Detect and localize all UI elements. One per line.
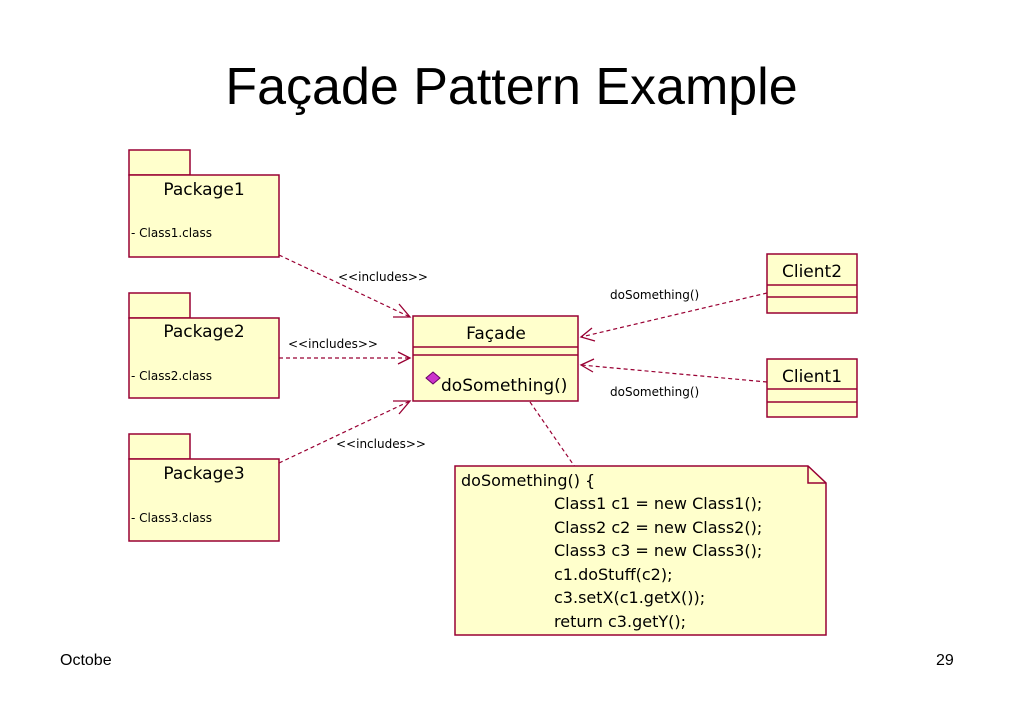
slide-title: Façade Pattern Example [225,58,798,116]
dependency-package-3 [278,400,412,464]
uml-diagram: Package1 - Class1.class Package2 - Class… [128,149,858,636]
includes-label-3: <<includes>> [336,437,426,451]
dependency-client-2 [579,292,768,342]
includes-label-2: <<includes>> [288,337,378,351]
package-1-member: - Class1.class [131,226,212,240]
dependency-package-2 [279,351,412,365]
package-1: Package1 - Class1.class [128,149,280,258]
call-label-client-2: doSomething() [610,288,699,302]
note-line-2: Class1 c1 = new Class1(); [554,494,762,513]
note-line-7: return c3.getY(); [554,612,686,631]
package-3-name: Package3 [163,464,244,484]
note-line-6: c3.setX(c1.getX()); [554,588,705,607]
package-1-name: Package1 [163,180,244,200]
note-line-5: c1.doStuff(c2); [554,565,672,584]
package-2: Package2 - Class2.class [128,292,280,399]
note-line-4: Class3 c3 = new Class3(); [554,541,762,560]
note-anchor-line [529,401,576,468]
page-number: 29 [936,652,954,669]
package-2-name: Package2 [163,322,244,342]
package-3-member: - Class3.class [131,511,212,525]
client-2-name: Client2 [782,262,842,282]
note-line-3: Class2 c2 = new Class2(); [554,518,762,537]
facade-operation: doSomething() [441,376,567,396]
operation-diamond-icon [425,371,441,385]
note-line-1: doSomething() { [461,471,595,490]
dependency-client-1 [579,358,768,383]
client-2-class: Client2 [766,253,858,314]
facade-name: Façade [466,324,526,344]
dependency-package-1 [278,254,412,318]
implementation-note: doSomething() { Class1 c1 = new Class1()… [454,465,827,636]
facade-class: Façade doSomething() [412,315,579,402]
call-label-client-1: doSomething() [610,385,699,399]
client-1-class: Client1 [766,358,858,418]
footer-date: October [60,652,112,669]
client-1-name: Client1 [782,367,842,387]
package-2-member: - Class2.class [131,369,212,383]
includes-label-1: <<includes>> [338,270,428,284]
package-3: Package3 - Class3.class [128,433,280,542]
